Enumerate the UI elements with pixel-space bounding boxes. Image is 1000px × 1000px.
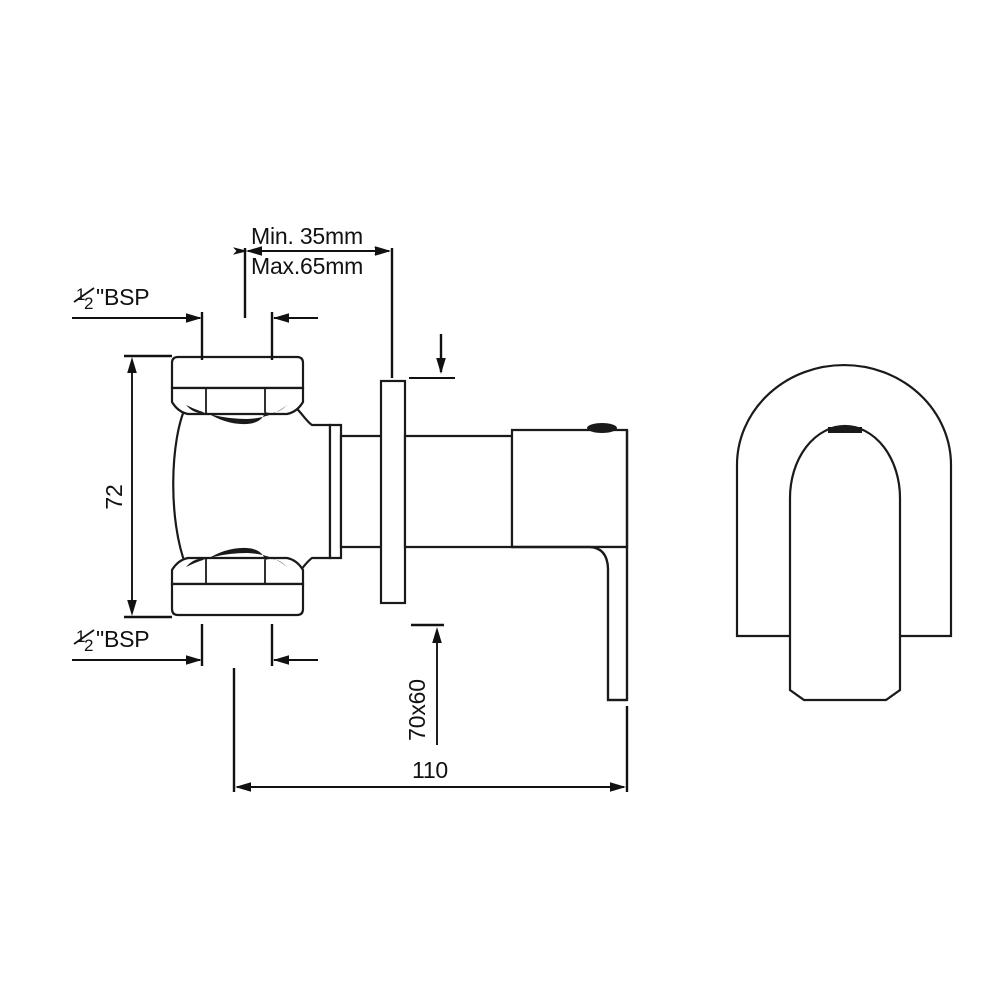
bsp-bottom-numerator: 1	[76, 627, 85, 646]
depth-max-label: Max.65mm	[251, 253, 363, 279]
length-arrow-left	[235, 782, 251, 792]
bsp-top-leader-arrow	[186, 313, 202, 323]
top-nut-flange	[170, 355, 305, 390]
nut-top-dim-arrow	[273, 313, 289, 323]
depth-arrow-left	[246, 246, 262, 256]
bsp-top-suffix: "BSP	[96, 284, 149, 310]
bsp-bottom-denominator: 2	[84, 636, 93, 655]
front-lever-handle	[788, 424, 902, 702]
length-label: 110	[412, 757, 448, 783]
length-arrow-right	[610, 782, 626, 792]
wall-flange-plate	[379, 379, 407, 605]
depth-min-label: Min. 35mm	[251, 223, 363, 249]
top-nut-hex-body	[170, 386, 305, 416]
top-nut-chamfer-shading	[186, 405, 287, 425]
front-view	[735, 363, 953, 702]
height-arrow-top	[127, 357, 137, 373]
bsp-top-label-group: 1 2 "BSP	[73, 284, 150, 313]
handle-stem	[403, 434, 514, 549]
bsp-bottom-suffix: "BSP	[96, 626, 149, 652]
bsp-top-numerator: 1	[76, 285, 85, 304]
bottom-nut-chamfer-shading	[186, 547, 287, 567]
bsp-bottom-leader-arrow	[186, 655, 202, 665]
bsp-top-denominator: 2	[84, 294, 93, 313]
height-label: 72	[101, 484, 127, 509]
bottom-nut-flange	[170, 582, 305, 617]
bottom-nut-hex-body	[170, 556, 305, 586]
plate-size-label: 70x60	[404, 679, 430, 741]
side-section-view	[170, 355, 629, 702]
handle-top-button-icon	[587, 423, 617, 433]
plate-size-arrow	[432, 627, 442, 643]
nut-bottom-dim-arrow	[273, 655, 289, 665]
bsp-bottom-fraction-bar	[73, 629, 95, 645]
cartridge-sleeve	[328, 423, 343, 560]
dimension-annotations: Min. 35mm Max.65mm 1 2 "BSP	[72, 223, 629, 792]
depth-arrow-right	[375, 246, 391, 256]
bsp-bottom-label-group: 1 2 "BSP	[73, 626, 150, 655]
height-arrow-bottom	[127, 600, 137, 616]
front-handle-cap-icon	[828, 427, 862, 433]
flange-thickness-arrow	[436, 358, 446, 374]
lever-arm-outline	[512, 545, 627, 702]
handle-base-block	[510, 428, 629, 549]
bsp-top-fraction-bar	[73, 287, 95, 303]
